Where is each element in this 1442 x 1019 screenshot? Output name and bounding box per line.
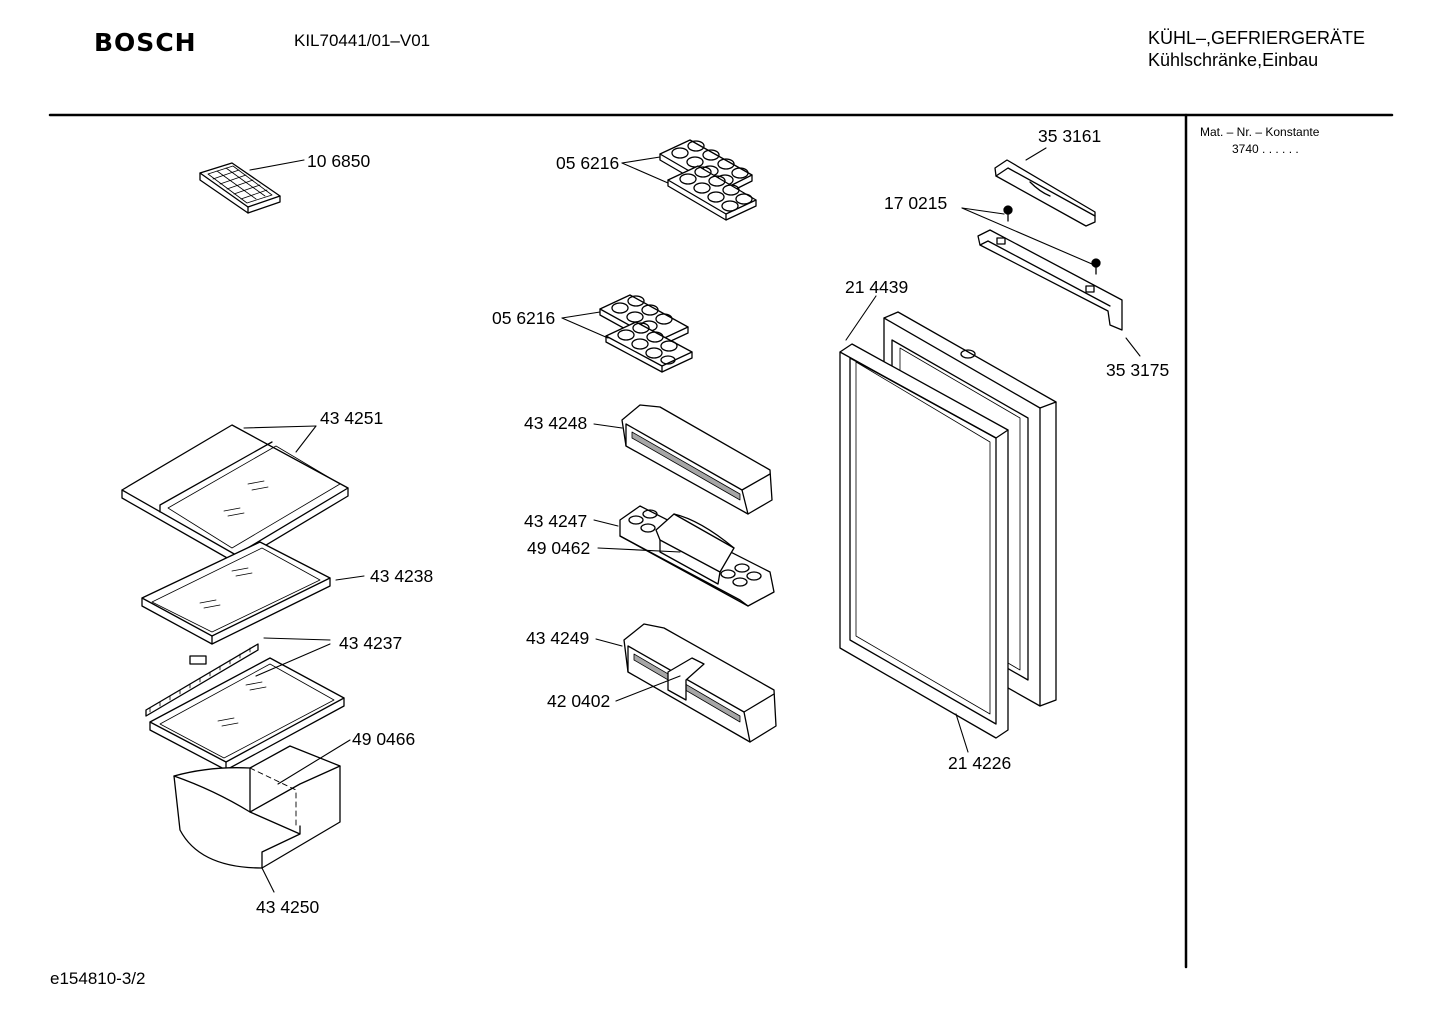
material-number-label: Mat. – Nr. – Konstante [1200,125,1320,139]
egg-bin-lid-drawing [655,513,735,585]
part-label: 21 4439 [845,277,908,297]
document-id: e154810-3/2 [50,969,146,988]
hinge-bracket-drawing [977,229,1123,331]
part-label: 42 0402 [547,691,610,711]
leader-lines [243,147,1141,893]
door-gasket-drawing [839,343,1009,739]
part-label: 43 4248 [524,413,587,433]
ice-cube-tray-drawing [199,162,281,214]
part-label: 17 0215 [884,193,947,213]
crisper-drawer-drawing [173,745,341,869]
glass-shelf-top-drawing [121,424,349,564]
part-label: 43 4250 [256,897,320,917]
glass-shelf-middle-drawing [141,541,331,645]
part-label: 35 3161 [1038,126,1101,146]
part-label: 43 4249 [526,628,589,648]
part-label: 43 4238 [370,566,433,586]
screw-drawing [1003,205,1101,275]
material-number-value: 3740 . . . . . . [1232,142,1299,156]
category-title: KÜHL–,GEFRIERGERÄTE [1148,28,1366,48]
glass-shelf-bottom-drawing [145,643,345,771]
part-label: 21 4226 [948,753,1011,773]
egg-tray-upper-drawing [659,139,757,221]
brand-logo: BOSCH [94,28,197,57]
part-label: 49 0466 [352,729,415,749]
hinge-cover-drawing [994,159,1096,227]
part-label: 43 4247 [524,511,587,531]
category-subtitle: Kühlschränke,Einbau [1148,50,1319,70]
door-bin-lower-drawing [623,623,777,743]
part-label: 49 0462 [527,538,590,558]
part-number-labels: 10 6850 05 6216 05 6216 35 3161 17 0215 … [256,126,1169,917]
part-label: 05 6216 [492,308,555,328]
model-number: KIL70441/01–V01 [294,31,431,50]
part-label: 35 3175 [1106,360,1169,380]
door-bin-upper-drawing [621,404,773,515]
part-label: 10 6850 [307,151,371,171]
bin-divider-drawing [667,657,705,701]
part-label: 43 4251 [320,408,383,428]
part-label: 43 4237 [339,633,402,653]
part-label: 05 6216 [556,153,619,173]
egg-tray-lower-drawing [599,294,693,373]
